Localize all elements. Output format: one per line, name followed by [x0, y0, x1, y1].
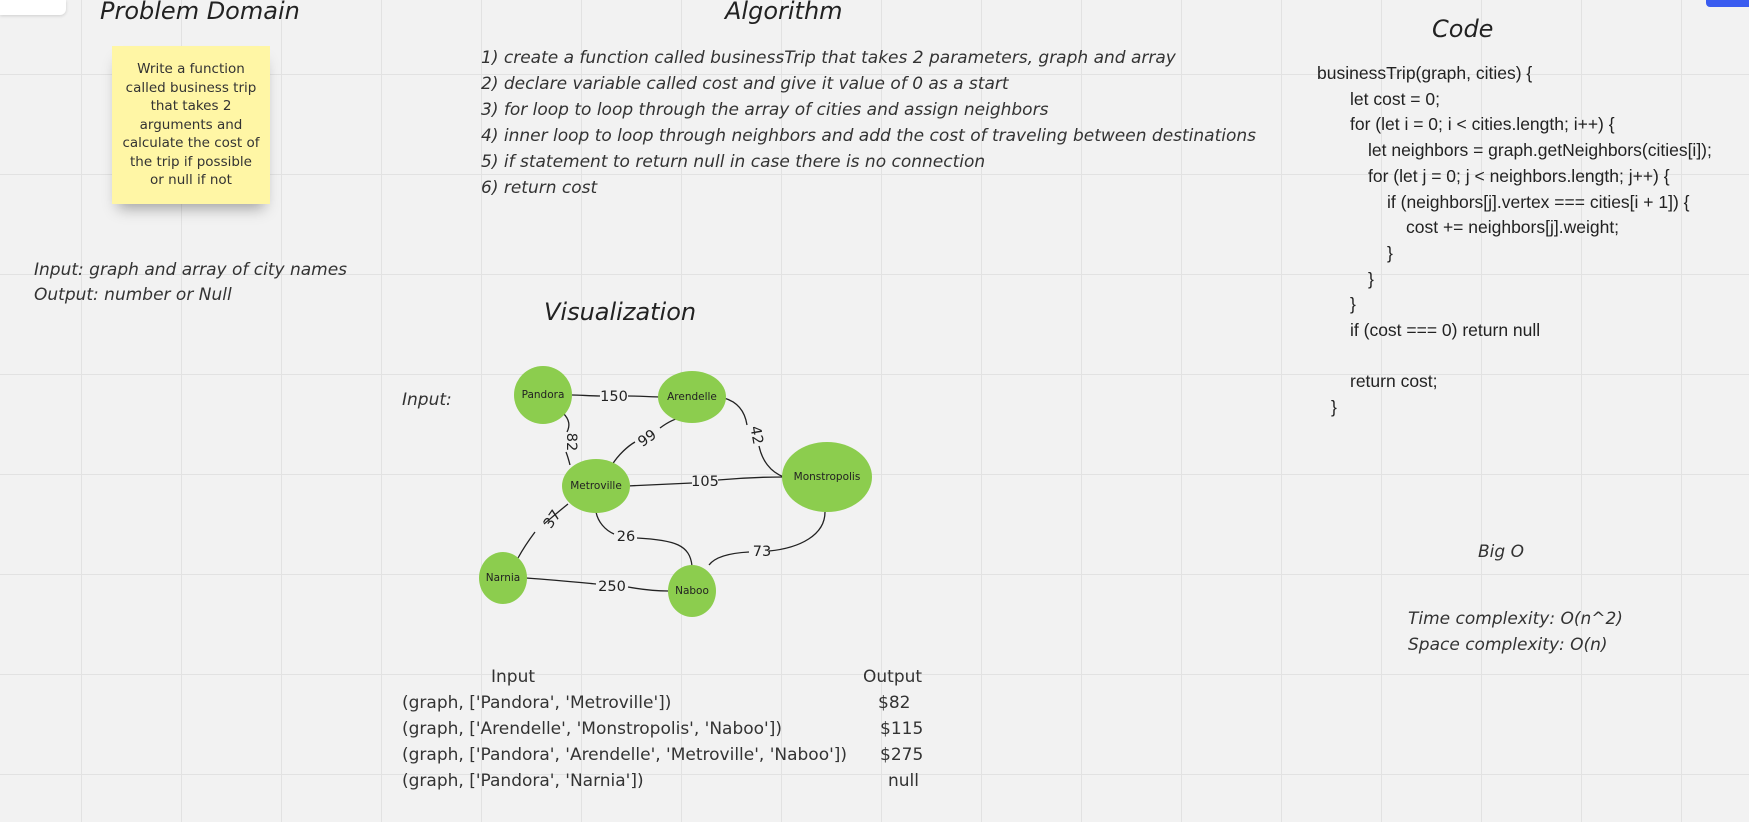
code-line: businessTrip(graph, cities) {: [1317, 63, 1533, 83]
graph-node-arendelle[interactable]: [658, 371, 726, 423]
table-input-header: Input: [491, 667, 536, 687]
time-complexity: Time complexity: O(n^2): [1408, 609, 1623, 629]
graph-node-monstropolis[interactable]: [782, 442, 872, 512]
table-row-input: (graph, ['Pandora', 'Metroville']): [402, 693, 672, 713]
algorithm-step: 4) inner loop to loop through neighbors …: [481, 126, 1257, 146]
problem-output-line: Output: number or Null: [34, 285, 232, 305]
graph-node-metroville[interactable]: [562, 459, 630, 513]
edge-weight-label: 37: [541, 507, 565, 531]
edge-line-pandora-arendelle-b: [627, 395, 664, 398]
graph-node-label: Metroville: [570, 480, 622, 492]
code-title: Code: [1432, 15, 1494, 43]
edge-line-metroville-narnia-b: [517, 531, 536, 559]
edge-line-arendelle-monstropolis-b: [758, 445, 785, 478]
code-line: for (let i = 0; i < cities.length; i++) …: [1350, 114, 1615, 135]
code-line: for (let j = 0; j < neighbors.length; j+…: [1368, 165, 1670, 186]
table-row-output: $275: [880, 745, 924, 765]
edge-weight-label: 150: [600, 389, 628, 405]
edge-line-narnia-naboo: [525, 577, 597, 585]
table-row-input: (graph, ['Pandora', 'Narnia']): [402, 771, 644, 791]
edge-line-narnia-naboo-b: [627, 586, 669, 592]
graph-node-label: Arendelle: [667, 391, 717, 403]
code-line: let neighbors = graph.getNeighbors(citie…: [1368, 140, 1712, 161]
table-output-header: Output: [863, 667, 923, 687]
code-line: let cost = 0;: [1350, 88, 1440, 109]
edge-line-pandora-metroville-b: [565, 451, 571, 466]
graph-node-narnia[interactable]: [479, 552, 527, 604]
graph-node-pandora[interactable]: [514, 366, 572, 424]
edge-weight-label: 99: [635, 427, 659, 451]
graph-node-label: Monstropolis: [794, 471, 861, 483]
edge-line-naboo-monstropolis-b: [708, 551, 750, 566]
table-row-output: $115: [880, 719, 924, 739]
edge-line-metroville-monstropolis: [626, 482, 693, 487]
space-complexity: Space complexity: O(n): [1408, 635, 1608, 655]
algorithm-steps: 1) create a function called businessTrip…: [481, 45, 1256, 201]
edge-line-metroville-naboo: [595, 511, 615, 535]
graph-node-label: Pandora: [522, 389, 565, 401]
edge-weight-label: 105: [691, 474, 719, 490]
code-line: return cost;: [1350, 371, 1438, 392]
edge-line-metroville-monstropolis-b: [717, 476, 785, 481]
edge-weight-label: 73: [753, 544, 771, 560]
code-line: }: [1350, 294, 1356, 315]
problem-input-line: Input: graph and array of city names: [34, 260, 348, 280]
edge-line-metroville-narnia: [543, 503, 569, 525]
visualization-title: Visualization: [544, 298, 697, 326]
code-line: }: [1368, 268, 1374, 289]
problem-domain-title: Problem Domain: [100, 0, 300, 25]
edge-line-metroville-naboo-b: [636, 537, 693, 567]
table-row-input: (graph, ['Pandora', 'Arendelle', 'Metrov…: [402, 745, 848, 765]
algorithm-step: 2) declare variable called cost and give…: [481, 74, 1009, 94]
algorithm-step: 3) for loop to loop through the array of…: [481, 100, 1049, 120]
code-line: [1317, 344, 1712, 370]
algorithm-step: 5) if statement to return null in case t…: [481, 152, 986, 172]
code-block: businessTrip(graph, cities) { let cost =…: [1317, 61, 1712, 421]
code-line: }: [1387, 242, 1393, 263]
visualization-input-label: Input:: [402, 390, 452, 410]
edge-line-naboo-monstropolis: [768, 511, 826, 552]
edge-weight-label: 250: [598, 579, 626, 595]
code-line: cost += neighbors[j].weight;: [1406, 217, 1620, 238]
table-row-input: (graph, ['Arendelle', 'Monstropolis', 'N…: [402, 719, 782, 739]
edge-line-metroville-arendelle: [611, 441, 636, 466]
big-o-title: Big O: [1478, 542, 1524, 562]
code-line: }: [1331, 397, 1337, 418]
edge-weight-label: 26: [617, 529, 635, 545]
sticky-note-text: Write a function called business trip th…: [122, 61, 260, 189]
edge-weight-label: 42: [746, 425, 765, 446]
table-row-output: null: [888, 771, 919, 791]
code-line: if (cost === 0) return null: [1350, 320, 1541, 341]
toolbar-corner-left[interactable]: [0, 0, 66, 15]
algorithm-step: 6) return cost: [481, 178, 598, 198]
edge-line-pandora-metroville: [562, 412, 570, 433]
graph-node-naboo[interactable]: [668, 565, 716, 617]
graph-node-label: Naboo: [675, 585, 709, 597]
edge-line-arendelle-monstropolis: [723, 397, 748, 426]
algorithm-step: 1) create a function called businessTrip…: [481, 48, 1176, 68]
edge-weight-label: 82: [563, 433, 579, 451]
sticky-note[interactable]: Write a function called business trip th…: [112, 46, 270, 204]
graph-node-label: Narnia: [486, 572, 520, 584]
algorithm-title: Algorithm: [725, 0, 843, 25]
toolbar-corner-right[interactable]: [1706, 0, 1749, 7]
table-row-output: $82: [878, 693, 911, 713]
code-line: if (neighbors[j].vertex === cities[i + 1…: [1387, 191, 1690, 212]
edge-line-pandora-arendelle: [571, 394, 601, 397]
